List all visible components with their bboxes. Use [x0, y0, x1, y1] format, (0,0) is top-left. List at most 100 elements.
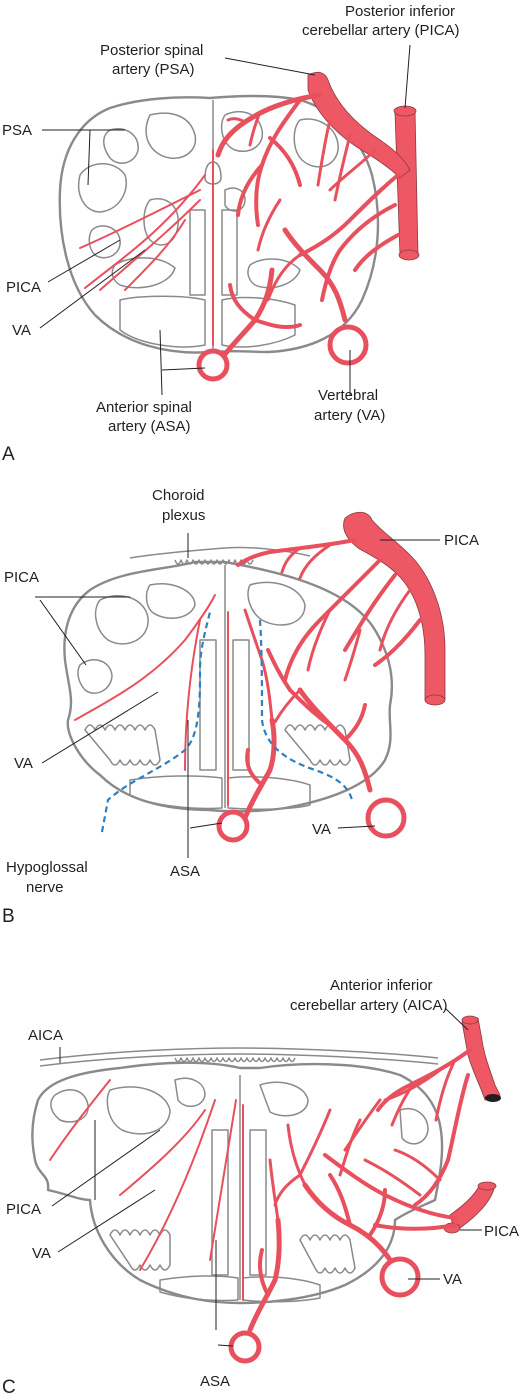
panel-c-choroid-strand	[39, 1047, 439, 1061]
panel-c-leader-pica-left	[51, 1120, 161, 1207]
panel-a: Posterior inferior cerebellar artery (PI…	[2, 3, 460, 465]
panel-c-label-aica-line2: cerebellar artery (AICA)	[290, 997, 448, 1014]
panel-c-label-aica-line1: Anterior inferior	[330, 977, 433, 994]
panel-a-label-psa-line1: Posterior spinal	[100, 42, 203, 59]
panel-a-leader-va	[39, 249, 146, 329]
panel-c-leader-aica-top	[444, 1007, 469, 1031]
panel-a-label-psa: PSA	[2, 122, 32, 139]
panel-c-nucleus-1	[50, 1089, 89, 1123]
panel-c-label-va-right: VA	[443, 1271, 462, 1288]
panel-b-nucleus-3	[145, 583, 196, 619]
panel-c-asa-ring	[228, 1330, 262, 1364]
panel-b-va-ring	[365, 797, 407, 839]
panel-c-pyramid-right	[242, 1276, 321, 1303]
panel-c-pica-vessel	[449, 1184, 496, 1233]
panel-a-asa-ring	[196, 348, 230, 382]
panel-a-nucleus-7	[293, 118, 339, 168]
panel-b-label-choroid-line2: plexus	[162, 507, 205, 524]
panel-a-leader-psa	[42, 129, 125, 186]
panel-a-label-pica: PICA	[6, 279, 41, 296]
panel-b-label-pica-left: PICA	[4, 569, 39, 586]
panel-c-aica-top-end	[461, 1015, 479, 1025]
panel-c-label-pica-left: PICA	[6, 1201, 41, 1218]
panel-a-leader-psa-top	[224, 57, 316, 76]
panel-a-va-ring	[327, 324, 369, 366]
panel-a-label-asa-line1: Anterior spinal	[96, 399, 192, 416]
panel-a-leader-pica	[47, 239, 121, 283]
panel-a-label-psa-line2: artery (PSA)	[112, 61, 195, 78]
panel-b-label-pica-right: PICA	[444, 532, 479, 549]
panel-c-pica-end-top	[477, 1181, 497, 1191]
panel-c-olive-right	[299, 1234, 356, 1274]
panel-b-leader-va-left	[41, 691, 159, 764]
panel-a-nucleus-3	[103, 128, 139, 164]
panel-b-asa-ring	[216, 809, 250, 843]
panel-c-nucleus-3	[174, 1077, 206, 1107]
panel-a-nucleus-4	[88, 225, 121, 259]
panel-a-label-pica-line1: Posterior inferior	[345, 3, 455, 20]
panel-b: Choroid plexus PICA PICA VA VA ASA Hypog…	[2, 487, 479, 927]
panel-c-branches	[49, 1048, 472, 1333]
panel-a-label-va-line2: artery (VA)	[314, 407, 385, 424]
panel-b-olive-right	[284, 724, 351, 766]
panel-a-psa-vessel	[307, 71, 411, 179]
panel-b-nucleus-1	[94, 595, 149, 645]
panel-a-nucleus-6	[220, 111, 264, 152]
panel-b-medial-lemniscus-left	[199, 639, 217, 771]
panel-b-leader-asa	[187, 720, 223, 858]
panel-c-aica-bottom-end	[485, 1094, 501, 1102]
panel-a-nucleus-2	[78, 163, 127, 213]
panel-a-leader-asa	[159, 329, 206, 396]
panel-c-label-va-left: VA	[32, 1245, 51, 1262]
panel-a-olive-right	[247, 258, 301, 289]
panel-b-pyramid-left	[129, 775, 223, 810]
panel-a-label-va-line1: Vertebral	[318, 387, 378, 404]
panel-b-nucleus-4	[247, 581, 306, 626]
panel-a-label-pica-line2: cerebellar artery (PICA)	[302, 22, 460, 39]
panel-b-nucleus-2	[77, 659, 113, 694]
panel-a-label-va: VA	[12, 322, 31, 339]
panel-c-letter: C	[2, 1377, 16, 1398]
panel-c-medulla-outline	[31, 1061, 444, 1305]
panel-b-label-va-right: VA	[312, 821, 331, 838]
panel-b-pica-end	[424, 694, 446, 706]
panel-c-medial-lemniscus-left	[211, 1129, 229, 1276]
panel-a-label-asa-line2: artery (ASA)	[108, 418, 191, 435]
panel-a-nucleus-8	[224, 187, 246, 212]
panel-c-nucleus-4	[259, 1081, 309, 1117]
panel-a-medulla-outline	[58, 94, 380, 354]
panel-b-label-hypo-line2: nerve	[26, 879, 64, 896]
panel-c-label-pica-right: PICA	[484, 1223, 519, 1240]
panel-a-olive-left	[111, 257, 176, 289]
panel-c-va-ring	[379, 1256, 421, 1298]
panel-b-letter: B	[2, 906, 15, 927]
panel-a-pica-bottom-end	[398, 249, 420, 261]
panel-a-medial-lemniscus-left	[189, 209, 206, 296]
panel-c-medial-lemniscus-right	[249, 1129, 267, 1276]
panel-a-leader-pica-top	[404, 44, 411, 109]
panel-a-branches	[79, 92, 400, 361]
panel-a-letter: A	[2, 444, 15, 465]
panel-c-choroid-fringe	[174, 1057, 296, 1063]
panel-c-nucleus-2	[106, 1086, 171, 1135]
panel-a-medial-lemniscus-right	[221, 209, 238, 296]
panel-c-pyramid-left	[159, 1275, 239, 1302]
panel-a-nucleus-1	[145, 112, 197, 159]
panel-b-branches	[74, 538, 422, 821]
panel-b-olive-left	[84, 724, 161, 766]
panel-c-aica-vessel	[461, 1017, 501, 1101]
panel-b-leader-pica-left	[35, 596, 130, 666]
panel-b-label-choroid-line1: Choroid	[152, 487, 205, 504]
panel-c-leader-asa	[215, 1240, 234, 1347]
panel-b-label-hypo-line1: Hypoglossal	[6, 859, 88, 876]
panel-b-hypoglossal-nerve-right	[258, 619, 354, 801]
panel-c-leader-va-left	[57, 1189, 156, 1253]
panel-b-hypoglossal-nerve-left	[100, 611, 212, 833]
panel-c: Anterior inferior cerebellar artery (AIC…	[2, 977, 519, 1398]
panel-b-label-asa: ASA	[170, 863, 200, 880]
panel-a-pyramid-right	[221, 296, 296, 348]
panel-b-leader-va-right	[337, 825, 376, 829]
panel-c-nucleus-5	[399, 1108, 429, 1145]
panel-a-pyramid-left	[119, 295, 206, 348]
